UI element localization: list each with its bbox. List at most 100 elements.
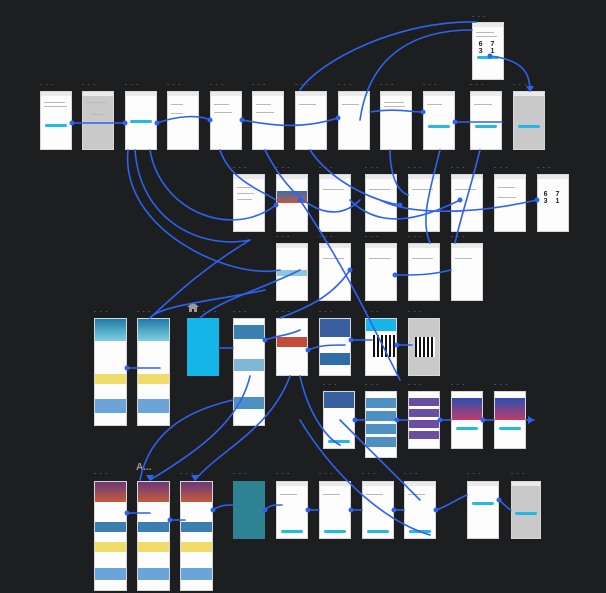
frame-splash[interactable] xyxy=(187,318,219,376)
text-line xyxy=(412,258,433,259)
frame-password[interactable] xyxy=(423,91,455,150)
link-node xyxy=(452,119,458,125)
hero-image xyxy=(138,482,169,502)
link-node xyxy=(305,347,311,353)
frame-explore[interactable] xyxy=(94,481,127,591)
checkout-button[interactable] xyxy=(280,530,304,533)
link-node xyxy=(394,417,400,423)
link-node xyxy=(391,507,397,513)
link-line xyxy=(394,269,452,276)
pay-button[interactable] xyxy=(366,530,390,533)
link-node xyxy=(154,120,160,126)
frame-ticket-qr[interactable] xyxy=(408,318,440,376)
frame-destination-tiles[interactable] xyxy=(408,391,440,449)
next-button[interactable] xyxy=(323,530,347,533)
frame-status-bar xyxy=(514,92,544,96)
frame-register[interactable] xyxy=(252,91,284,150)
frame-status-bar xyxy=(381,92,411,96)
frame-login-filled[interactable] xyxy=(210,91,242,150)
frame-login[interactable] xyxy=(167,91,199,150)
frame-settings-list[interactable] xyxy=(319,243,351,301)
confirm-button[interactable] xyxy=(471,502,495,505)
event-button[interactable] xyxy=(455,427,479,430)
frame-onboarding-overlay[interactable] xyxy=(82,91,114,150)
frame-success-overlay[interactable] xyxy=(513,91,545,150)
frame-profile-list[interactable] xyxy=(319,174,351,232)
text-line xyxy=(44,102,65,103)
frame-signup[interactable] xyxy=(125,91,157,150)
frame-explore-alt[interactable] xyxy=(137,481,170,591)
link-line xyxy=(139,399,234,481)
frame-onboarding[interactable] xyxy=(40,91,72,150)
frame-label: - - - xyxy=(94,471,109,477)
frame-status-bar xyxy=(339,92,369,96)
frame-explore-list[interactable] xyxy=(180,481,213,591)
frame-status-bar xyxy=(126,92,156,96)
frame-status-bar xyxy=(83,92,113,96)
frame-settings-detail[interactable] xyxy=(365,243,397,301)
frame-destination-grid[interactable] xyxy=(365,391,397,458)
frame-status-bar xyxy=(473,23,503,27)
frame-settings-options[interactable] xyxy=(408,243,440,301)
link-node xyxy=(167,517,173,523)
frame-register-step-3[interactable] xyxy=(338,91,370,150)
frame-verification-code[interactable]: 6 7 3 1 xyxy=(472,22,504,80)
link-node xyxy=(480,417,486,423)
card-image xyxy=(181,522,212,532)
event-button[interactable] xyxy=(498,427,522,430)
frame-home-feed[interactable] xyxy=(94,318,127,426)
link-line xyxy=(264,329,301,341)
frame-trip-gallery[interactable] xyxy=(319,318,351,376)
frame-checkout-confirm[interactable] xyxy=(467,481,499,539)
frame-confirm[interactable] xyxy=(470,91,502,150)
link-node xyxy=(273,202,279,208)
frame-label: - - - xyxy=(365,309,380,315)
frame-label: - - - xyxy=(82,82,97,88)
frame-profile-address[interactable] xyxy=(451,174,483,232)
text-line xyxy=(280,494,297,495)
card-image xyxy=(95,374,126,384)
frame-checkout-cart[interactable] xyxy=(276,481,308,539)
frame-home-feed-alt[interactable] xyxy=(137,318,170,426)
continue-button[interactable] xyxy=(427,125,451,128)
text-line xyxy=(299,104,316,105)
link-line xyxy=(212,504,234,511)
signup-button[interactable] xyxy=(129,120,153,123)
link-line xyxy=(134,149,251,243)
frame-terms[interactable] xyxy=(380,91,412,150)
book-button[interactable] xyxy=(327,440,351,443)
text-line xyxy=(384,106,405,107)
link-line xyxy=(219,149,277,201)
frame-status-bar xyxy=(366,175,396,179)
frame-register-step-2[interactable] xyxy=(295,91,327,150)
frame-label: - - - xyxy=(40,82,55,88)
done-button[interactable] xyxy=(515,512,537,515)
frame-loading[interactable] xyxy=(233,481,265,539)
text-line xyxy=(214,112,232,113)
frame-status-bar xyxy=(234,175,264,179)
event-image xyxy=(452,398,482,420)
primary-button[interactable] xyxy=(44,124,68,127)
frame-event[interactable] xyxy=(451,391,483,449)
text-line xyxy=(44,106,67,107)
frame-search-results[interactable] xyxy=(233,318,265,426)
done-button[interactable] xyxy=(517,125,541,128)
frame-checkout-details[interactable] xyxy=(319,481,351,539)
result-image xyxy=(234,325,264,339)
frame-label: - - - xyxy=(470,82,485,88)
link-line xyxy=(279,269,351,319)
frame-profile-contact[interactable] xyxy=(408,174,440,232)
frame-label: - - - xyxy=(365,234,380,240)
frame-trip-detail[interactable] xyxy=(276,318,308,376)
event-image xyxy=(495,398,525,420)
frame-label: - - - xyxy=(451,382,466,388)
frame-label: - - - xyxy=(295,82,310,88)
link-arrowhead xyxy=(191,475,199,481)
confirm-button[interactable] xyxy=(474,125,498,128)
frame-profile-verify[interactable]: 6 7 3 1 xyxy=(537,174,569,232)
text-line xyxy=(237,199,252,200)
frame-ticket[interactable] xyxy=(365,318,397,376)
frame-status-bar xyxy=(168,92,198,96)
frame-settings-about[interactable] xyxy=(451,243,483,301)
text-line xyxy=(237,187,251,188)
